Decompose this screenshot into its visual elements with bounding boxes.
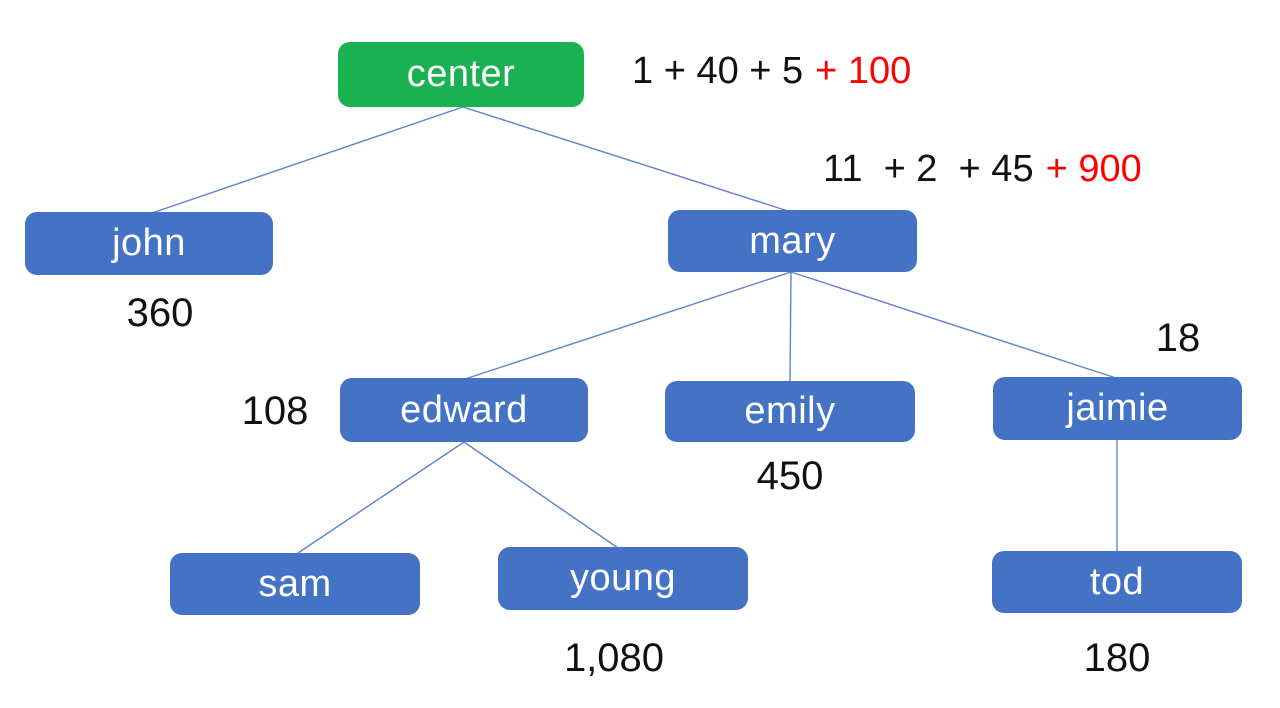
value-tod: 180: [1083, 636, 1151, 680]
edge-mary-edward: [464, 271, 792, 380]
node-mary-label: mary: [749, 219, 836, 262]
equation-center-black-part: 1 + 40 + 5: [632, 50, 804, 92]
equation-center-red-part: + 100: [815, 50, 912, 92]
equation-center: 1 + 40 + 5 + 100: [632, 50, 911, 93]
value-emily: 450: [756, 454, 824, 498]
node-tod-label: tod: [1089, 560, 1145, 603]
node-young-label: young: [569, 557, 677, 599]
node-john: john: [25, 212, 273, 275]
node-center-label: center: [406, 53, 516, 95]
value-john: 360: [126, 291, 194, 335]
edge-mary-emily: [789, 271, 792, 382]
equation-mary-red-part: + 900: [1045, 148, 1142, 190]
edge-center-john: [151, 106, 464, 214]
node-mary: mary: [668, 210, 917, 272]
equation-mary: 11 + 2 + 45 + 900: [823, 148, 1142, 191]
equation-mary-black-part: 11 + 2 + 45: [823, 148, 1034, 190]
node-john-label: john: [112, 222, 186, 264]
node-tod: tod: [992, 551, 1242, 613]
edge-edward-sam: [297, 441, 465, 554]
edge-edward-young: [463, 441, 619, 549]
node-emily-label: emily: [744, 390, 836, 432]
edge-mary-jaimie: [790, 271, 1117, 379]
value-jaimie: 18: [1155, 316, 1201, 360]
edge-center-mary: [462, 106, 789, 212]
node-young: young: [498, 547, 748, 610]
node-emily: emily: [665, 381, 915, 442]
node-sam-label: sam: [258, 562, 332, 605]
node-edward-label: edward: [400, 388, 528, 431]
node-center: center: [338, 42, 584, 107]
node-jaimie: jaimie: [993, 377, 1242, 440]
value-edward: 108: [241, 389, 309, 433]
node-jaimie-label: jaimie: [1066, 387, 1169, 429]
node-sam: sam: [170, 553, 420, 615]
value-young: 1,080: [563, 636, 665, 680]
node-edward: edward: [340, 378, 588, 442]
